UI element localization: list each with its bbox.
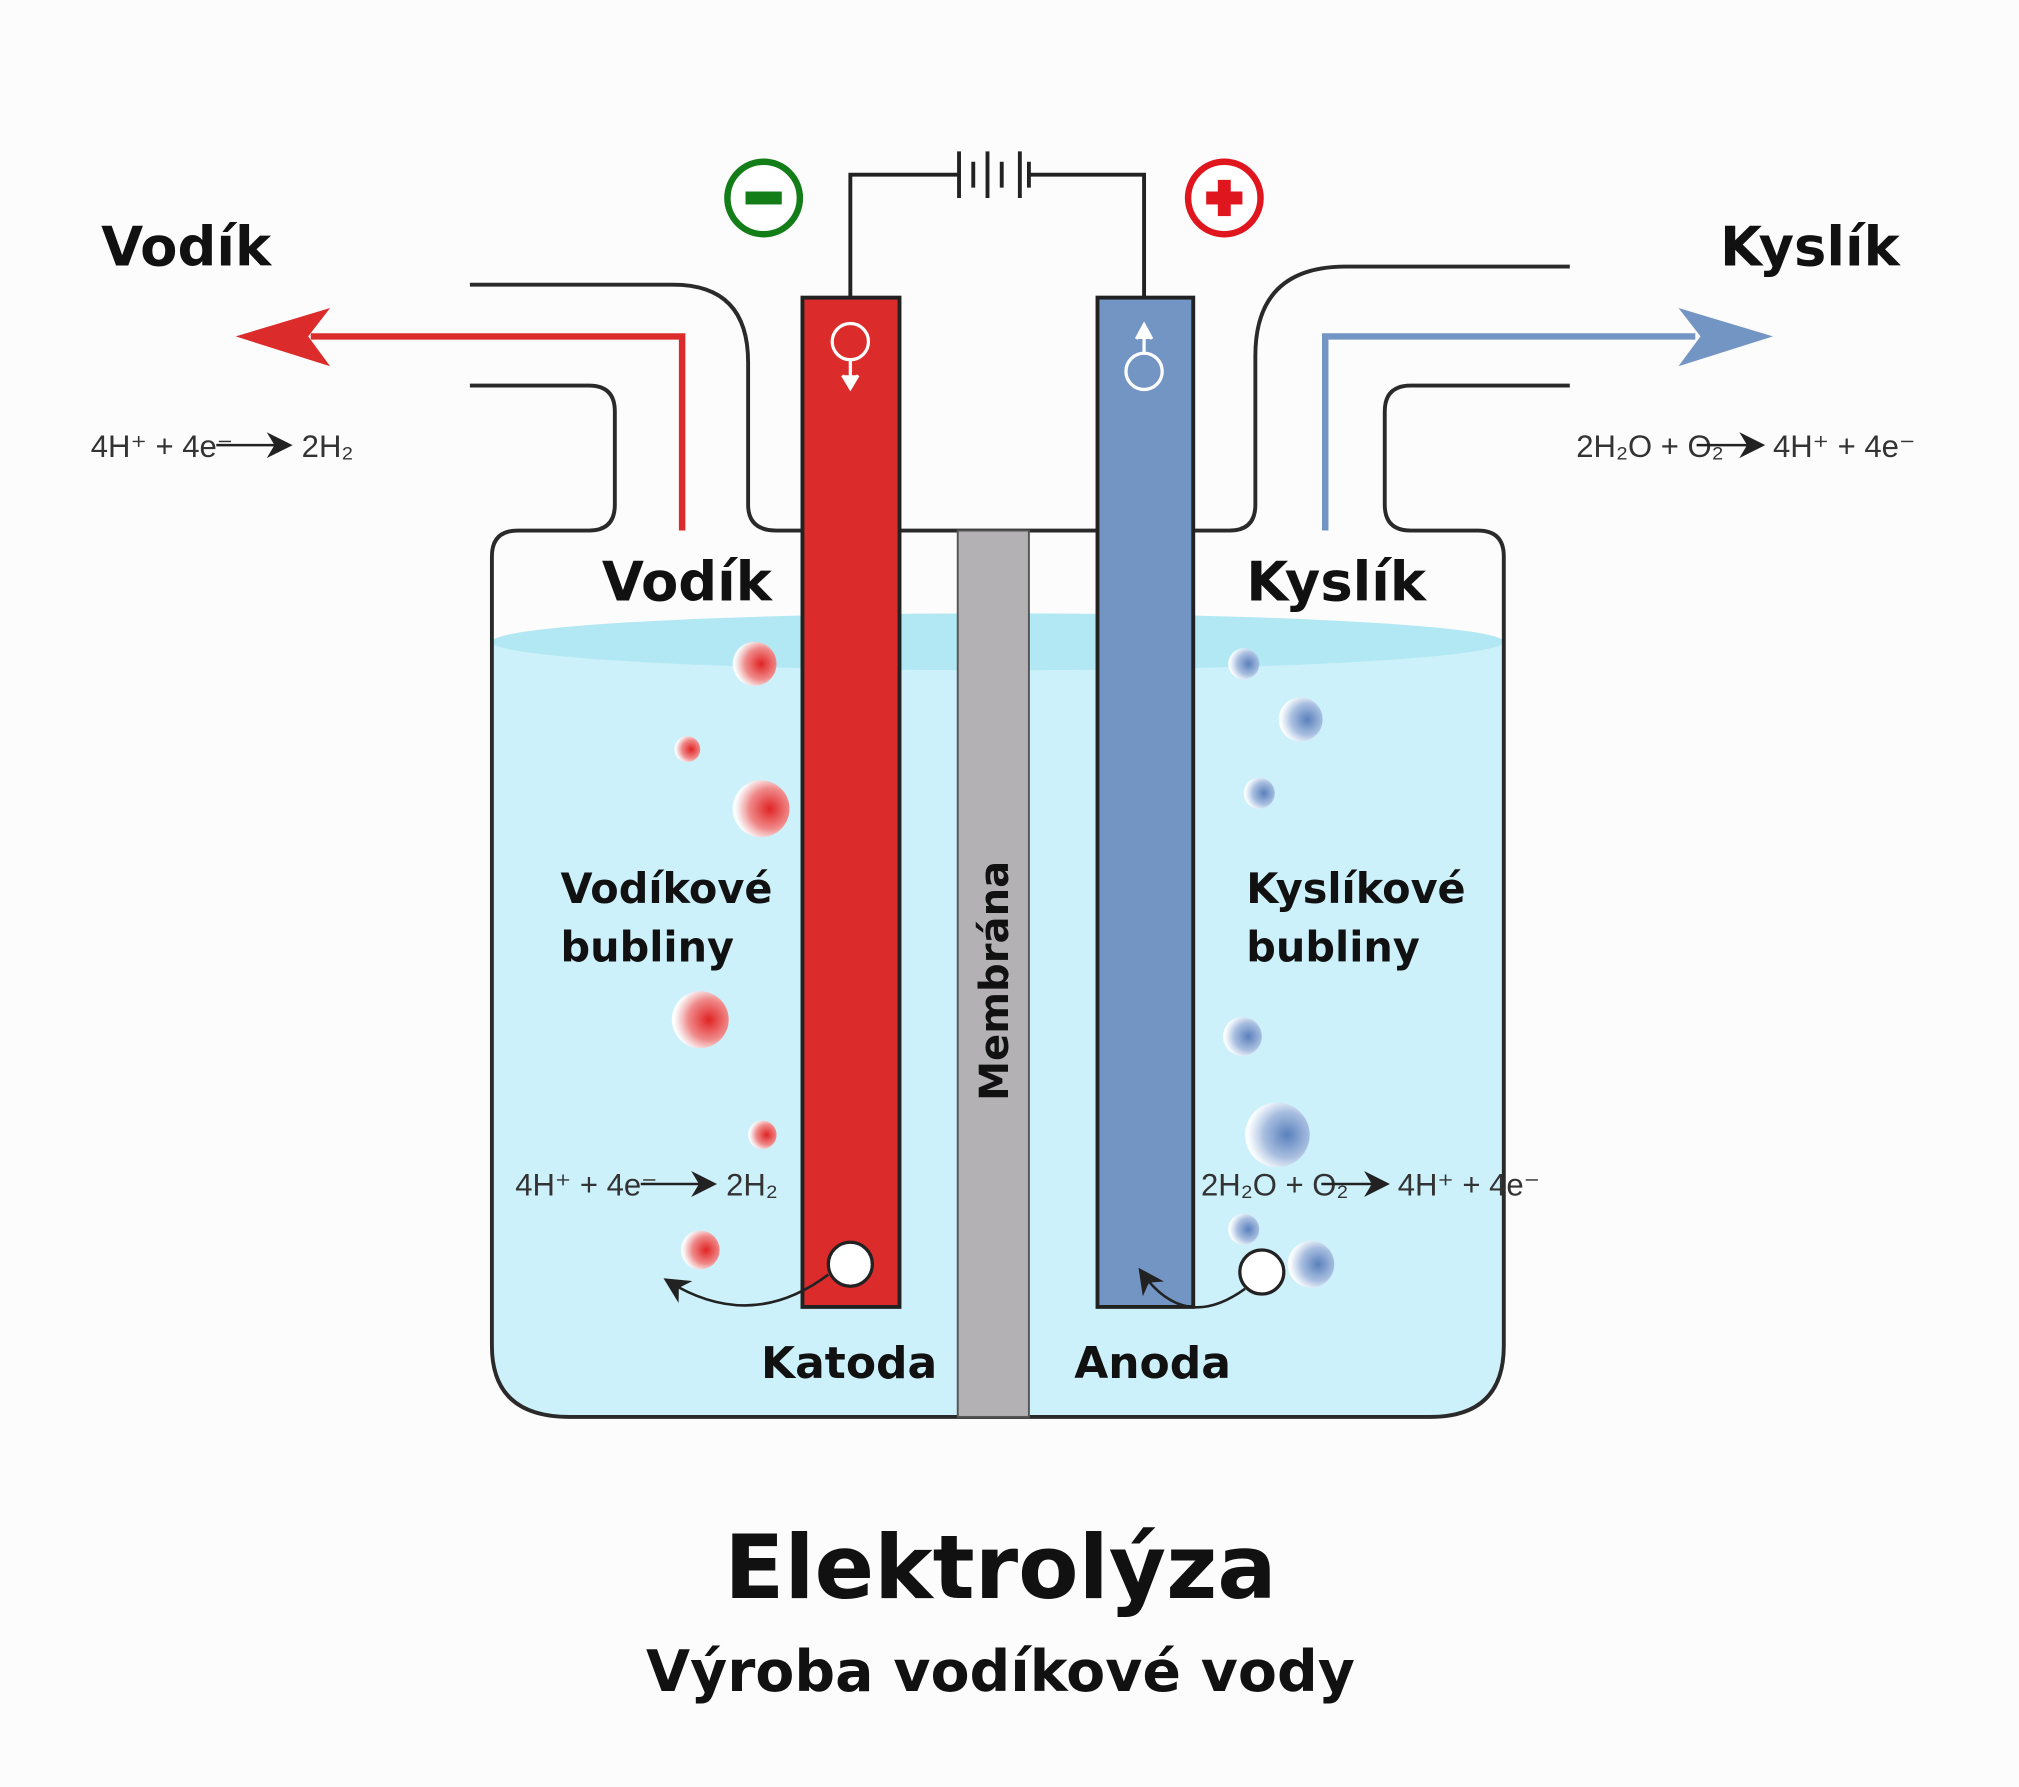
female-symbol-icon [830, 321, 871, 392]
vessel-left-neck [469, 282, 803, 533]
anode-equation-inner: 2H₂O + O₂ 4H⁺ + 4e⁻ [1201, 1168, 1540, 1203]
cathode-equation-inner: 4H⁺ + 4e⁻ 2H₂ [515, 1168, 778, 1203]
cathode-equation-outer: 4H⁺ + 4e⁻ 2H₂ [91, 429, 354, 464]
membrane-label: Membrána [972, 861, 1018, 1101]
hydrogen-bubbles-label-2: bubliny [560, 923, 734, 971]
title: Elektrolýza [724, 1516, 1276, 1619]
equation-left: 4H⁺ + 4e⁻ [515, 1168, 657, 1203]
vessel-right-neck [1193, 264, 1570, 533]
bubble [1287, 1240, 1335, 1288]
anode-label: Anoda [1074, 1338, 1231, 1389]
equation-right: 4H⁺ + 4e⁻ [1773, 429, 1915, 464]
membrane [956, 529, 1030, 1418]
oxygen-bubbles-label: Kyslíkové [1246, 865, 1465, 913]
hydrogen-bubbles [671, 641, 790, 1270]
bubble [1228, 648, 1260, 680]
hydrogen-arrowhead-icon [235, 307, 331, 367]
cathode [800, 295, 902, 1309]
hydrogen-in-label: Vodík [602, 550, 774, 613]
oxygen-bubbles [1223, 648, 1335, 1288]
equation-right: 2H₂ [726, 1168, 778, 1203]
oxygen-out-arrow [1321, 333, 1696, 531]
subtitle: Výroba vodíkové vody [646, 1639, 1355, 1705]
anode [1095, 295, 1196, 1309]
bubble [680, 1230, 720, 1270]
oxygen-in-label: Kyslík [1246, 550, 1428, 613]
minus-icon [724, 158, 804, 238]
anode-equation-outer: 2H₂O + O₂ 4H⁺ + 4e⁻ [1576, 429, 1915, 464]
bubble [1278, 697, 1323, 742]
bubble [1243, 777, 1275, 809]
battery-icon [957, 151, 1031, 198]
curved-arrow-icon [663, 1273, 830, 1307]
oxygen-out-label: Kyslík [1720, 215, 1902, 278]
bubble [732, 641, 777, 686]
hydrogen-out-arrow [310, 333, 686, 531]
male-symbol-icon [1124, 321, 1164, 392]
bubble [748, 1120, 777, 1150]
electron-circle [1238, 1248, 1286, 1296]
oxygen-bubbles-label-2: bubliny [1246, 923, 1420, 971]
equation-right: 4H⁺ + 4e⁻ [1398, 1168, 1540, 1203]
oxygen-arrowhead-icon [1678, 307, 1773, 367]
equation-right: 2H₂ [302, 429, 354, 464]
hydrogen-bubbles-label: Vodíkové [560, 865, 772, 913]
bubble [674, 736, 701, 763]
bubble [732, 780, 790, 838]
bubble [671, 991, 729, 1049]
electron-circle [826, 1240, 874, 1288]
bubble [1223, 1017, 1262, 1056]
curved-arrow-icon [1138, 1267, 1246, 1309]
wire [848, 172, 1147, 298]
cathode-label: Katoda [761, 1338, 937, 1389]
plus-icon [1184, 158, 1264, 238]
bubble [1228, 1213, 1260, 1245]
hydrogen-out-label: Vodík [101, 215, 273, 278]
equation-left: 4H⁺ + 4e⁻ [91, 429, 233, 464]
bubble [1245, 1102, 1310, 1168]
